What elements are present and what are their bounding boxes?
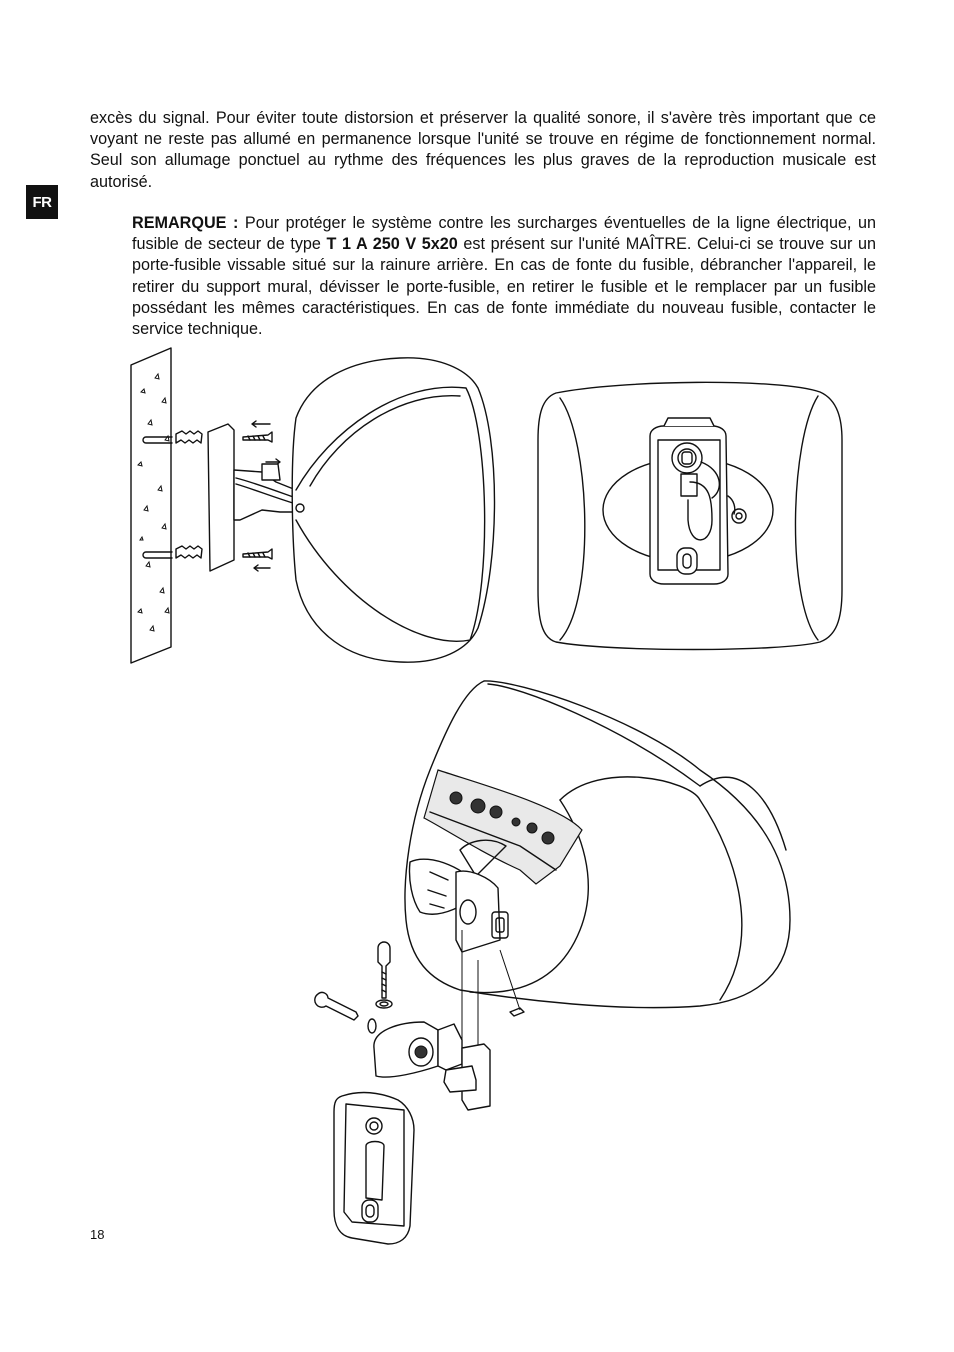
language-tab: FR: [26, 185, 58, 219]
fuse-spec: T 1 A 250 V 5x20: [326, 235, 458, 254]
remark-paragraph: REMARQUE : Pour protéger le système cont…: [132, 213, 876, 340]
bracket-exploded-view-illustration: [314, 680, 791, 1245]
remark-text-1: Pour protéger le système contre les surc…: [132, 214, 876, 254]
wall-mount-side-view-illustration: [130, 347, 496, 664]
remark-label: REMARQUE :: [132, 214, 239, 232]
page-number: 18: [90, 1227, 105, 1242]
speaker-rear-view-illustration: [537, 381, 843, 651]
remark-text-2: est présent sur l'unité MAÎTRE. Celui-ci…: [132, 235, 876, 339]
intro-paragraph: excès du signal. Pour éviter toute disto…: [90, 109, 876, 191]
